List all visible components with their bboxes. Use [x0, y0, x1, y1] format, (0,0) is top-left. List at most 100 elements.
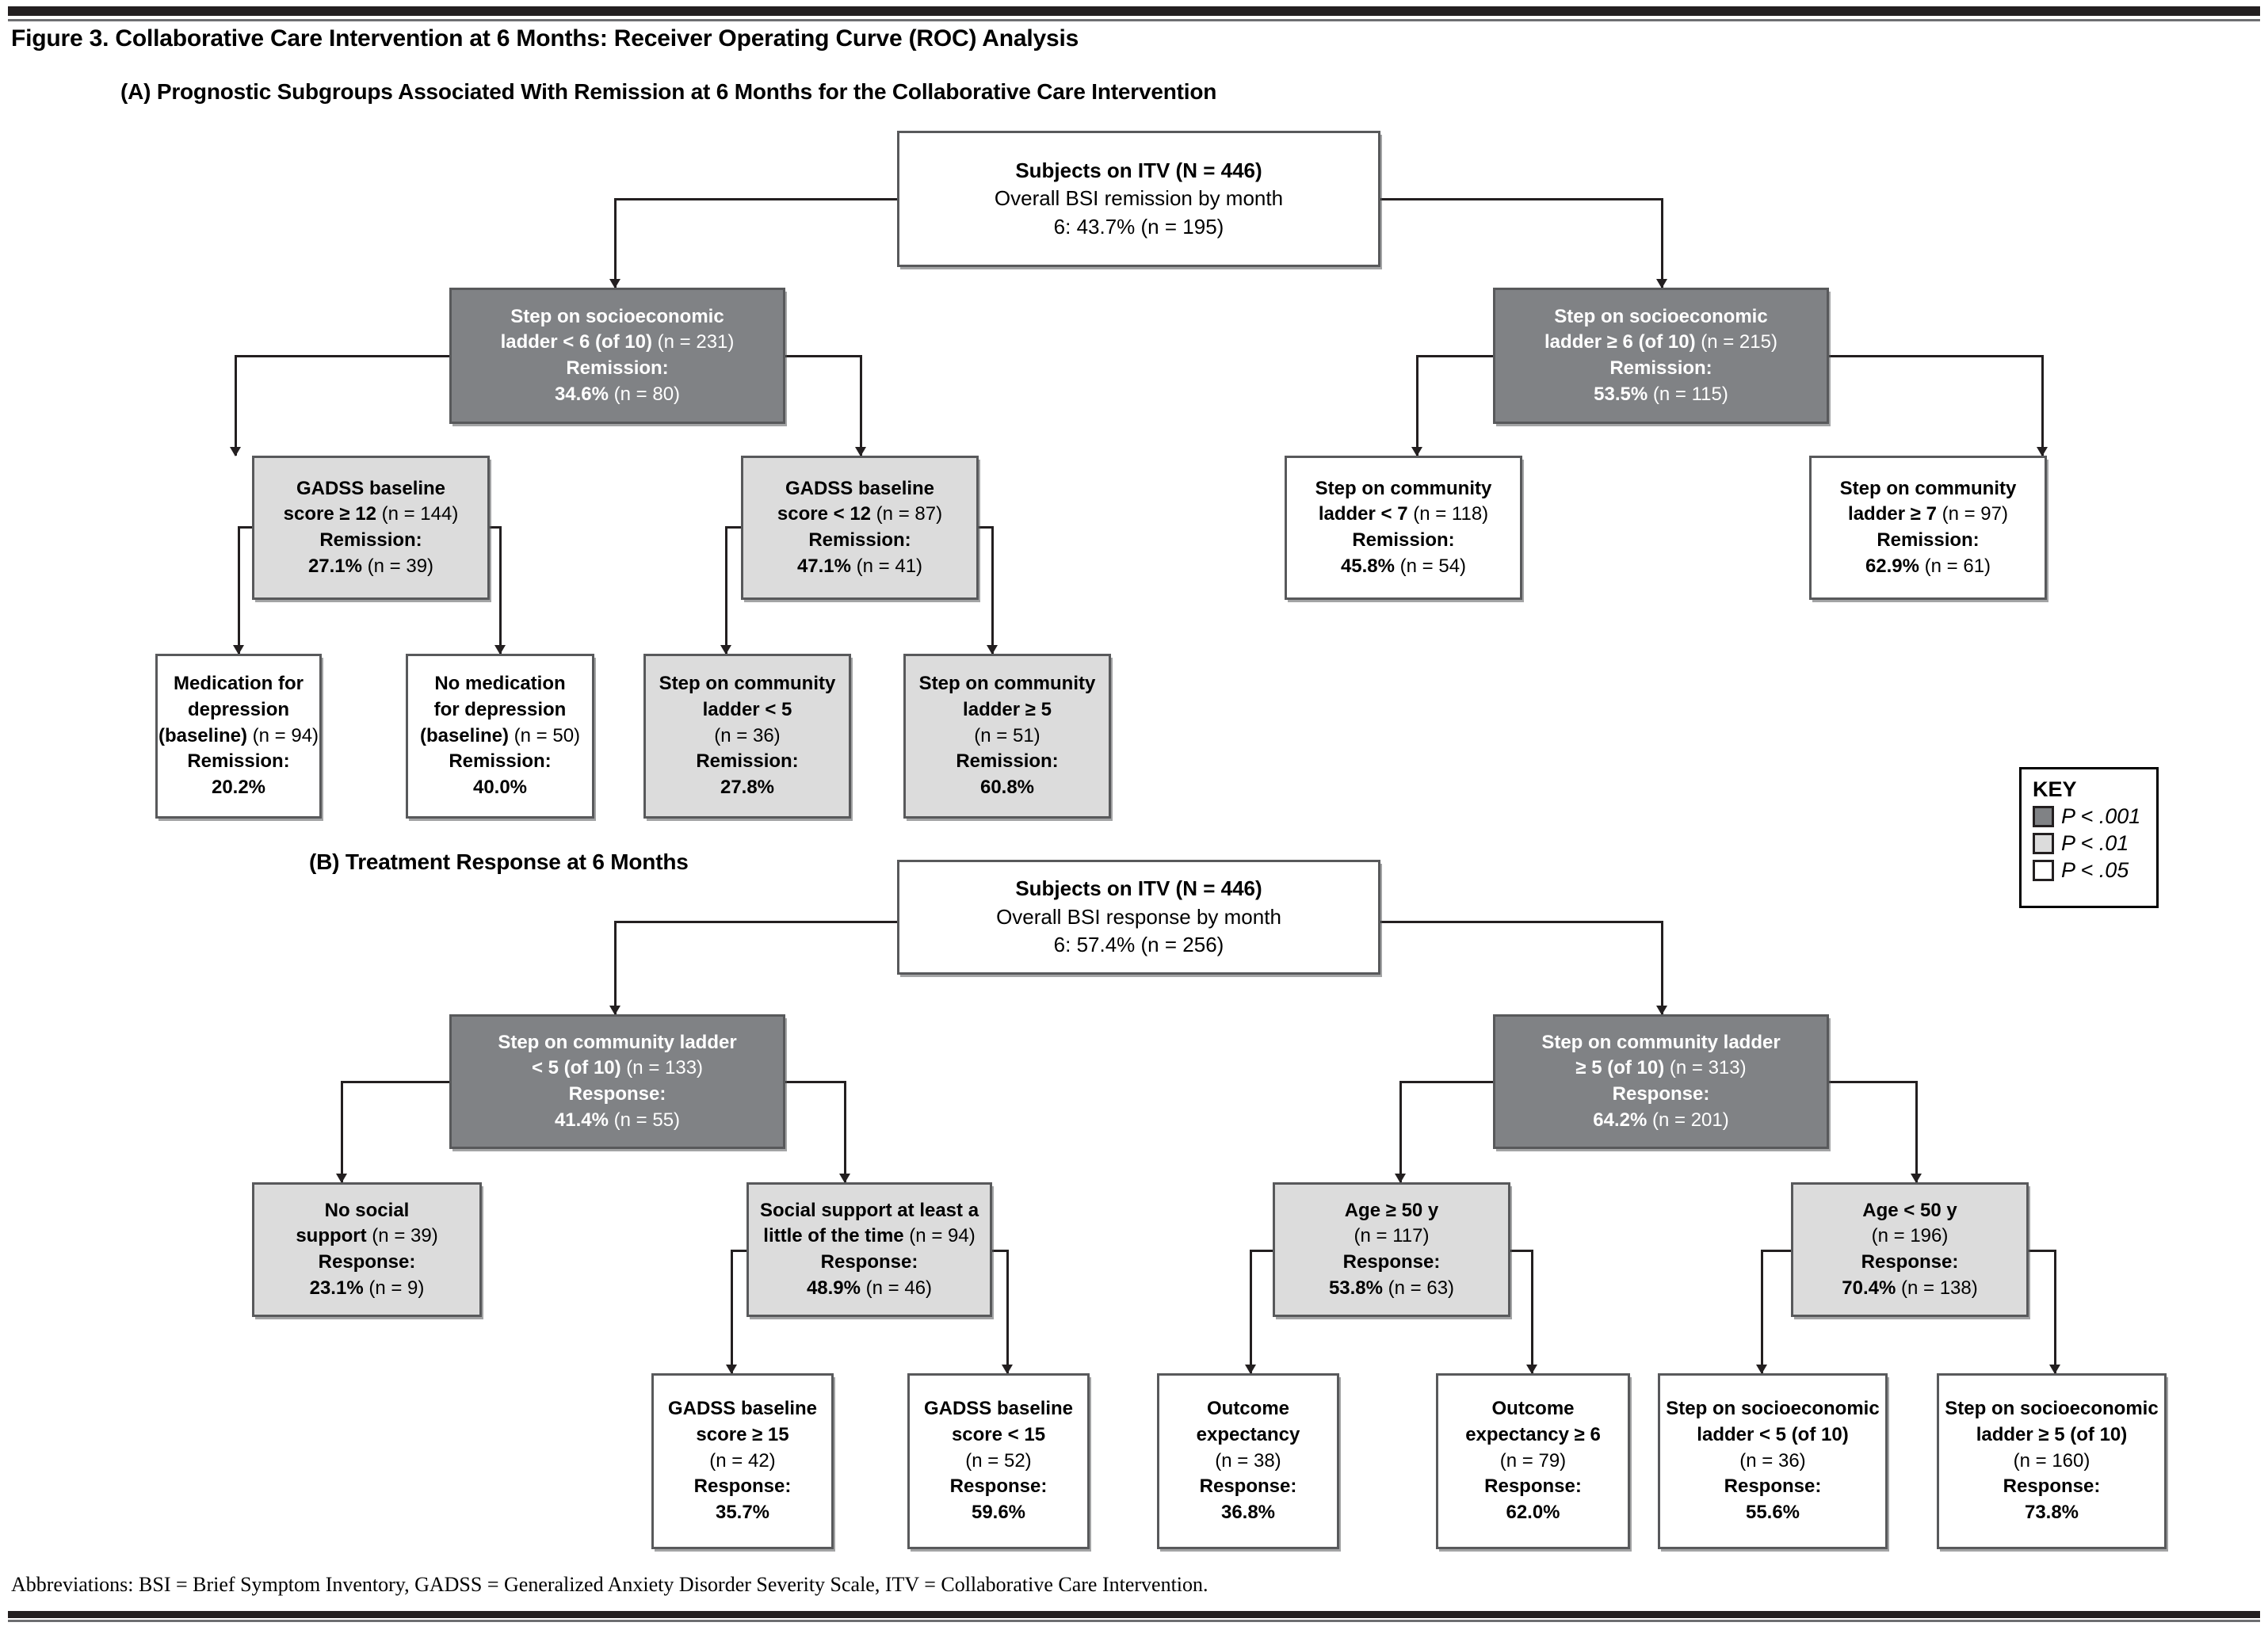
node-line: Step on community — [1839, 477, 2017, 499]
figure-title: Figure 3. Collaborative Care Interventio… — [11, 25, 1079, 52]
connector-v — [1399, 1081, 1402, 1182]
node-line: Remission: — [696, 750, 799, 773]
panel-b-leaf-outcome-exp-high: Outcome expectancy ≥ 6 (n = 79) Response… — [1436, 1373, 1630, 1549]
panel-b-node-age-ge50: Age ≥ 50 y (n = 117) Response: 53.8% (n … — [1273, 1182, 1510, 1317]
node-line: 23.1% — [309, 1277, 364, 1299]
panel-b-leaf-ses-lt5: Step on socioeconomic ladder < 5 (of 10)… — [1658, 1373, 1888, 1549]
connector-arrow — [1002, 1365, 1013, 1374]
connector-v — [235, 355, 237, 456]
connector-h — [1508, 1250, 1533, 1252]
node-line: (n = 118) — [1407, 503, 1489, 525]
node-line: 53.5% — [1594, 383, 1648, 405]
figure-footnote: Abbreviations: BSI = Brief Symptom Inven… — [11, 1573, 1208, 1596]
connector-v — [614, 198, 617, 288]
node-line: GADSS baseline — [785, 477, 935, 499]
connector-h — [1761, 1250, 1793, 1252]
node-line: (n = 36) — [714, 724, 781, 746]
node-line: No medication — [434, 673, 566, 695]
node-line: Response: — [820, 1251, 918, 1273]
connector-arrow — [855, 447, 866, 456]
node-line: support — [296, 1225, 367, 1247]
node-line: Step on community — [1315, 477, 1492, 499]
connector-v — [1661, 921, 1663, 1014]
node-line: 27.8% — [720, 776, 775, 798]
node-line: Remission: — [187, 750, 290, 773]
node-line: ladder < 5 — [702, 699, 792, 721]
node-line: little of the time — [763, 1225, 904, 1247]
node-line: Remission: — [808, 529, 911, 551]
panel-a-node-comm-high: Step on community ladder ≥ 7 (n = 97) Re… — [1809, 456, 2047, 600]
node-line: (n = 39) — [362, 555, 434, 577]
node-line: 36.8% — [1220, 1501, 1276, 1523]
node-line: score < 15 — [951, 1424, 1046, 1446]
key-label: P < .05 — [2061, 858, 2129, 882]
node-line: Step on community — [659, 673, 836, 695]
node-line: (n = 231) — [651, 331, 735, 353]
node-line: (n = 117) — [1354, 1225, 1430, 1247]
node-line: (n = 41) — [851, 555, 923, 577]
node-line: (n = 54) — [1395, 555, 1467, 577]
panel-b-node-comm-low: Step on community ladder < 5 (of 10) (n … — [449, 1014, 785, 1149]
node-line: 45.8% — [1340, 555, 1395, 577]
node-line: Remission: — [956, 750, 1059, 773]
top-rule-thin — [8, 19, 2260, 21]
node-line: (n = 94) — [246, 724, 319, 746]
node-line: ladder < 5 (of 10) — [1697, 1424, 1849, 1446]
node-line: (baseline) — [419, 724, 509, 746]
connector-h — [783, 355, 862, 357]
panel-a-leaf-med-dep: Medication for depression (baseline) (n … — [155, 654, 322, 819]
connector-h — [341, 1081, 452, 1083]
node-line: Response: — [693, 1475, 792, 1498]
key-label: P < .01 — [2061, 831, 2129, 855]
node-line: (n = 79) — [1499, 1449, 1567, 1472]
connector-arrow — [233, 645, 244, 655]
connector-v — [860, 355, 862, 456]
node-line: Medication for — [173, 673, 304, 695]
connector-arrow — [336, 1174, 347, 1183]
node-line: Response: — [949, 1475, 1048, 1498]
node-line: (n = 51) — [974, 724, 1040, 746]
connector-h — [976, 526, 994, 529]
connector-arrow — [230, 447, 241, 456]
node-line: 64.2% — [1593, 1109, 1648, 1131]
node-line: Social support at least a — [759, 1199, 979, 1221]
node-line: (n = 50) — [508, 724, 581, 746]
node-line: (n = 196) — [1871, 1225, 1949, 1247]
panel-b-node-comm-high: Step on community ladder ≥ 5 (of 10) (n … — [1493, 1014, 1829, 1149]
node-line: expectancy ≥ 6 — [1465, 1424, 1601, 1446]
connector-arrow — [2037, 447, 2048, 456]
node-line: 62.9% — [1865, 555, 1919, 577]
node-line: Step on community — [918, 673, 1096, 695]
node-line: ladder ≥ 5 — [963, 699, 1052, 721]
connector-arrow — [2049, 1365, 2060, 1374]
node-line: (n = 133) — [620, 1057, 704, 1079]
node-line: ≥ 5 (of 10) — [1575, 1057, 1665, 1079]
node-line: (n = 55) — [609, 1109, 681, 1131]
panel-b-leaf-ses-ge5: Step on socioeconomic ladder ≥ 5 (of 10)… — [1937, 1373, 2167, 1549]
node-line: (n = 36) — [1739, 1449, 1806, 1472]
connector-h — [990, 1250, 1009, 1252]
node-line: ladder ≥ 7 — [1848, 503, 1937, 525]
connector-v — [1250, 1250, 1252, 1373]
node-line: 35.7% — [715, 1501, 770, 1523]
node-line: Remission: — [1609, 357, 1712, 379]
connector-h — [487, 526, 502, 529]
connector-arrow — [1756, 1365, 1767, 1374]
node-line: Response: — [1199, 1475, 1297, 1498]
node-line: Remission: — [319, 529, 422, 551]
node-line: depression — [187, 699, 290, 721]
node-line: GADSS baseline — [296, 477, 446, 499]
panel-b-leaf-outcome-exp-low: Outcome expectancy (n = 38) Response: 36… — [1157, 1373, 1339, 1549]
node-line: Subjects on ITV (N = 446) — [1015, 158, 1262, 182]
connector-h — [238, 526, 255, 529]
node-line: Response: — [1342, 1251, 1441, 1273]
node-line: Response: — [318, 1251, 416, 1273]
node-line: 20.2% — [211, 776, 266, 798]
node-line: Remission: — [449, 750, 552, 773]
key-legend: KEY P < .001 P < .01 P < .05 — [2019, 767, 2159, 908]
connector-arrow — [726, 1365, 737, 1374]
connector-h — [783, 1081, 846, 1083]
connector-h — [1378, 921, 1663, 923]
node-line: Step on socioeconomic — [510, 305, 724, 327]
node-line: Response: — [1484, 1475, 1582, 1498]
